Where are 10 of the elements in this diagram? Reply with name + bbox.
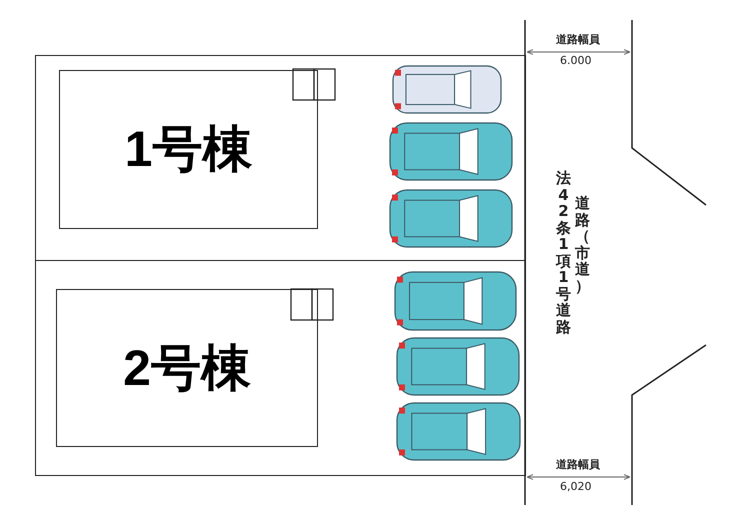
dimension-value: 6.000	[560, 54, 592, 67]
building-outline	[56, 289, 318, 447]
building-name: 2号棟	[123, 338, 251, 398]
road-label: 道路（市道）	[575, 195, 590, 294]
building-outline	[59, 70, 318, 229]
road-label: 法42条1項1号道路	[556, 170, 571, 335]
dimension-label: 道路幅員	[556, 32, 600, 47]
dimension-value: 6,020	[560, 480, 592, 493]
building-name: 1号棟	[124, 120, 252, 179]
dimension-label: 道路幅員	[556, 457, 600, 472]
